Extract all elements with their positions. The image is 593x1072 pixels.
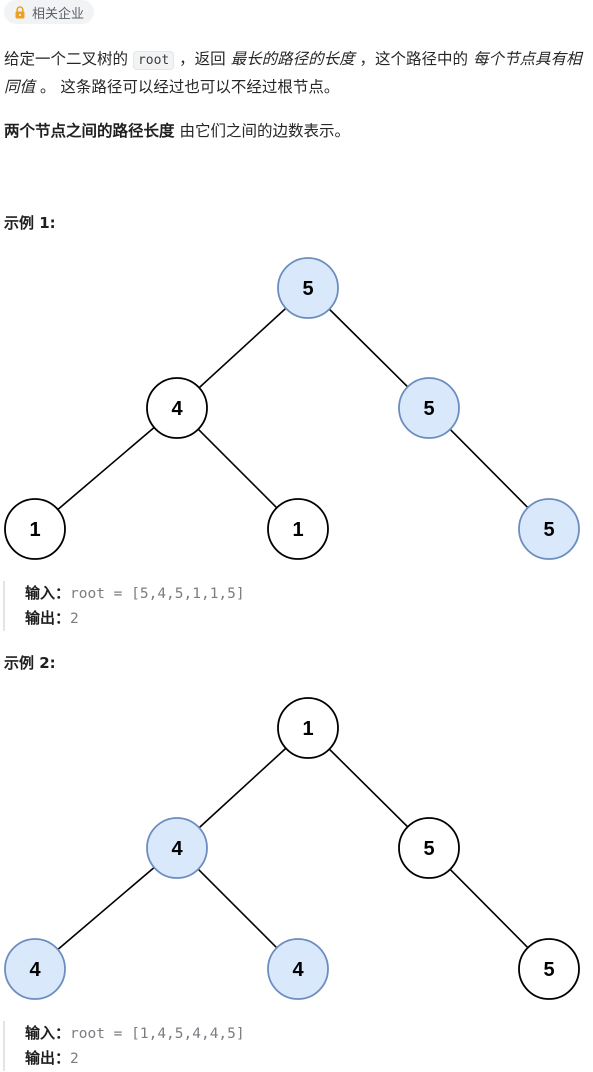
- tree-node-circle: [277, 697, 339, 759]
- tree-node-highlighted-circle: [267, 938, 329, 1000]
- related-companies-tag[interactable]: 相关企业: [4, 0, 95, 24]
- tree-edge: [449, 868, 529, 949]
- tree-node: 4: [146, 377, 208, 439]
- tree-edge: [197, 428, 278, 509]
- tree-node-circle: [267, 498, 329, 560]
- tree-node-circle: [4, 498, 66, 560]
- tree-node: 4: [4, 938, 66, 1000]
- example-1-tree-diagram: 5 4 5 1 1 5: [4, 257, 580, 560]
- tag-label: 相关企业: [32, 6, 85, 22]
- tree-node-value: 5: [543, 959, 554, 981]
- input-value: root = [5,4,5,1,1,5]: [70, 586, 245, 602]
- tree-edge: [197, 868, 278, 949]
- desc-text: 给定一个二叉树的: [4, 50, 133, 68]
- input-value: root = [1,4,5,4,4,5]: [70, 1026, 245, 1042]
- tree-edge: [198, 747, 287, 829]
- tree-node: 1: [277, 697, 339, 759]
- tree-node-value: 4: [292, 959, 304, 981]
- desc-emphasis: 最长的路径的长度: [230, 50, 355, 68]
- tree-node-value: 4: [29, 959, 41, 981]
- tree-node-value: 5: [543, 519, 554, 541]
- tree-edge: [328, 748, 409, 828]
- desc-text: 由它们之间的边数表示。: [174, 122, 350, 140]
- desc-text: ，这个路径中的: [354, 50, 473, 68]
- tree-node-value: 4: [171, 398, 183, 420]
- desc-bold: 两个节点之间的路径长度: [4, 122, 175, 140]
- tree-node-highlighted-circle: [277, 257, 339, 319]
- tree-node-value: 4: [171, 838, 183, 860]
- tree-node-circle: [146, 377, 208, 439]
- example-2-title: 示例 2:: [4, 654, 56, 672]
- problem-description: 给定一个二叉树的 root ，返回 最长的路径的长度 ，这个路径中的 每个节点具…: [4, 46, 584, 101]
- tree-node-value: 1: [302, 718, 313, 740]
- example-1-title: 示例 1:: [4, 214, 56, 232]
- tree-edge: [198, 307, 287, 389]
- tree-edge: [57, 426, 155, 511]
- tree-node-highlighted-circle: [146, 817, 208, 879]
- desc-text: ，返回: [174, 50, 231, 68]
- inline-code-root: root: [132, 51, 175, 70]
- tree-node-highlighted-circle: [398, 377, 460, 439]
- tree-node-value: 5: [423, 398, 434, 420]
- tree-node-value: 1: [29, 519, 40, 541]
- example-2-tree-diagram: 1 4 5 4 4 5: [4, 697, 580, 1000]
- tree-node-value: 5: [423, 838, 434, 860]
- tree-node-highlighted-circle: [4, 938, 66, 1000]
- tree-node: 4: [267, 938, 329, 1000]
- output-label: 输出：: [25, 609, 71, 627]
- desc-emphasis: 每个节点具有相同值: [4, 50, 582, 96]
- tree-node-circle: [398, 817, 460, 879]
- tree-edge: [57, 866, 155, 951]
- tree-node-value: 1: [292, 519, 303, 541]
- input-label: 输入：: [25, 584, 71, 602]
- example-2-io: 输入：root = [1,4,5,4,4,5] 输出：2: [3, 1021, 585, 1071]
- tree-node: 5: [398, 817, 460, 879]
- tree-node-circle: [518, 938, 580, 1000]
- tree-node: 1: [4, 498, 66, 560]
- output-value: 2: [70, 611, 79, 627]
- tree-node-value: 5: [302, 278, 313, 300]
- desc-text: 。 这条路径可以经过也可以不经过根节点。: [35, 78, 340, 96]
- tree-node: 5: [518, 498, 580, 560]
- output-label: 输出：: [25, 1049, 71, 1067]
- tree-node: 1: [267, 498, 329, 560]
- example-1-io: 输入：root = [5,4,5,1,1,5] 输出：2: [3, 581, 585, 631]
- tree-edge: [328, 308, 409, 388]
- tree-node-highlighted-circle: [518, 498, 580, 560]
- path-length-note: 两个节点之间的路径长度 由它们之间的边数表示。: [4, 118, 584, 145]
- tree-node: 4: [146, 817, 208, 879]
- output-value: 2: [70, 1051, 79, 1067]
- tree-node: 5: [518, 938, 580, 1000]
- tree-node: 5: [398, 377, 460, 439]
- tree-node: 5: [277, 257, 339, 319]
- lock-icon: [14, 5, 26, 19]
- tree-edge: [449, 428, 529, 509]
- input-label: 输入：: [25, 1024, 71, 1042]
